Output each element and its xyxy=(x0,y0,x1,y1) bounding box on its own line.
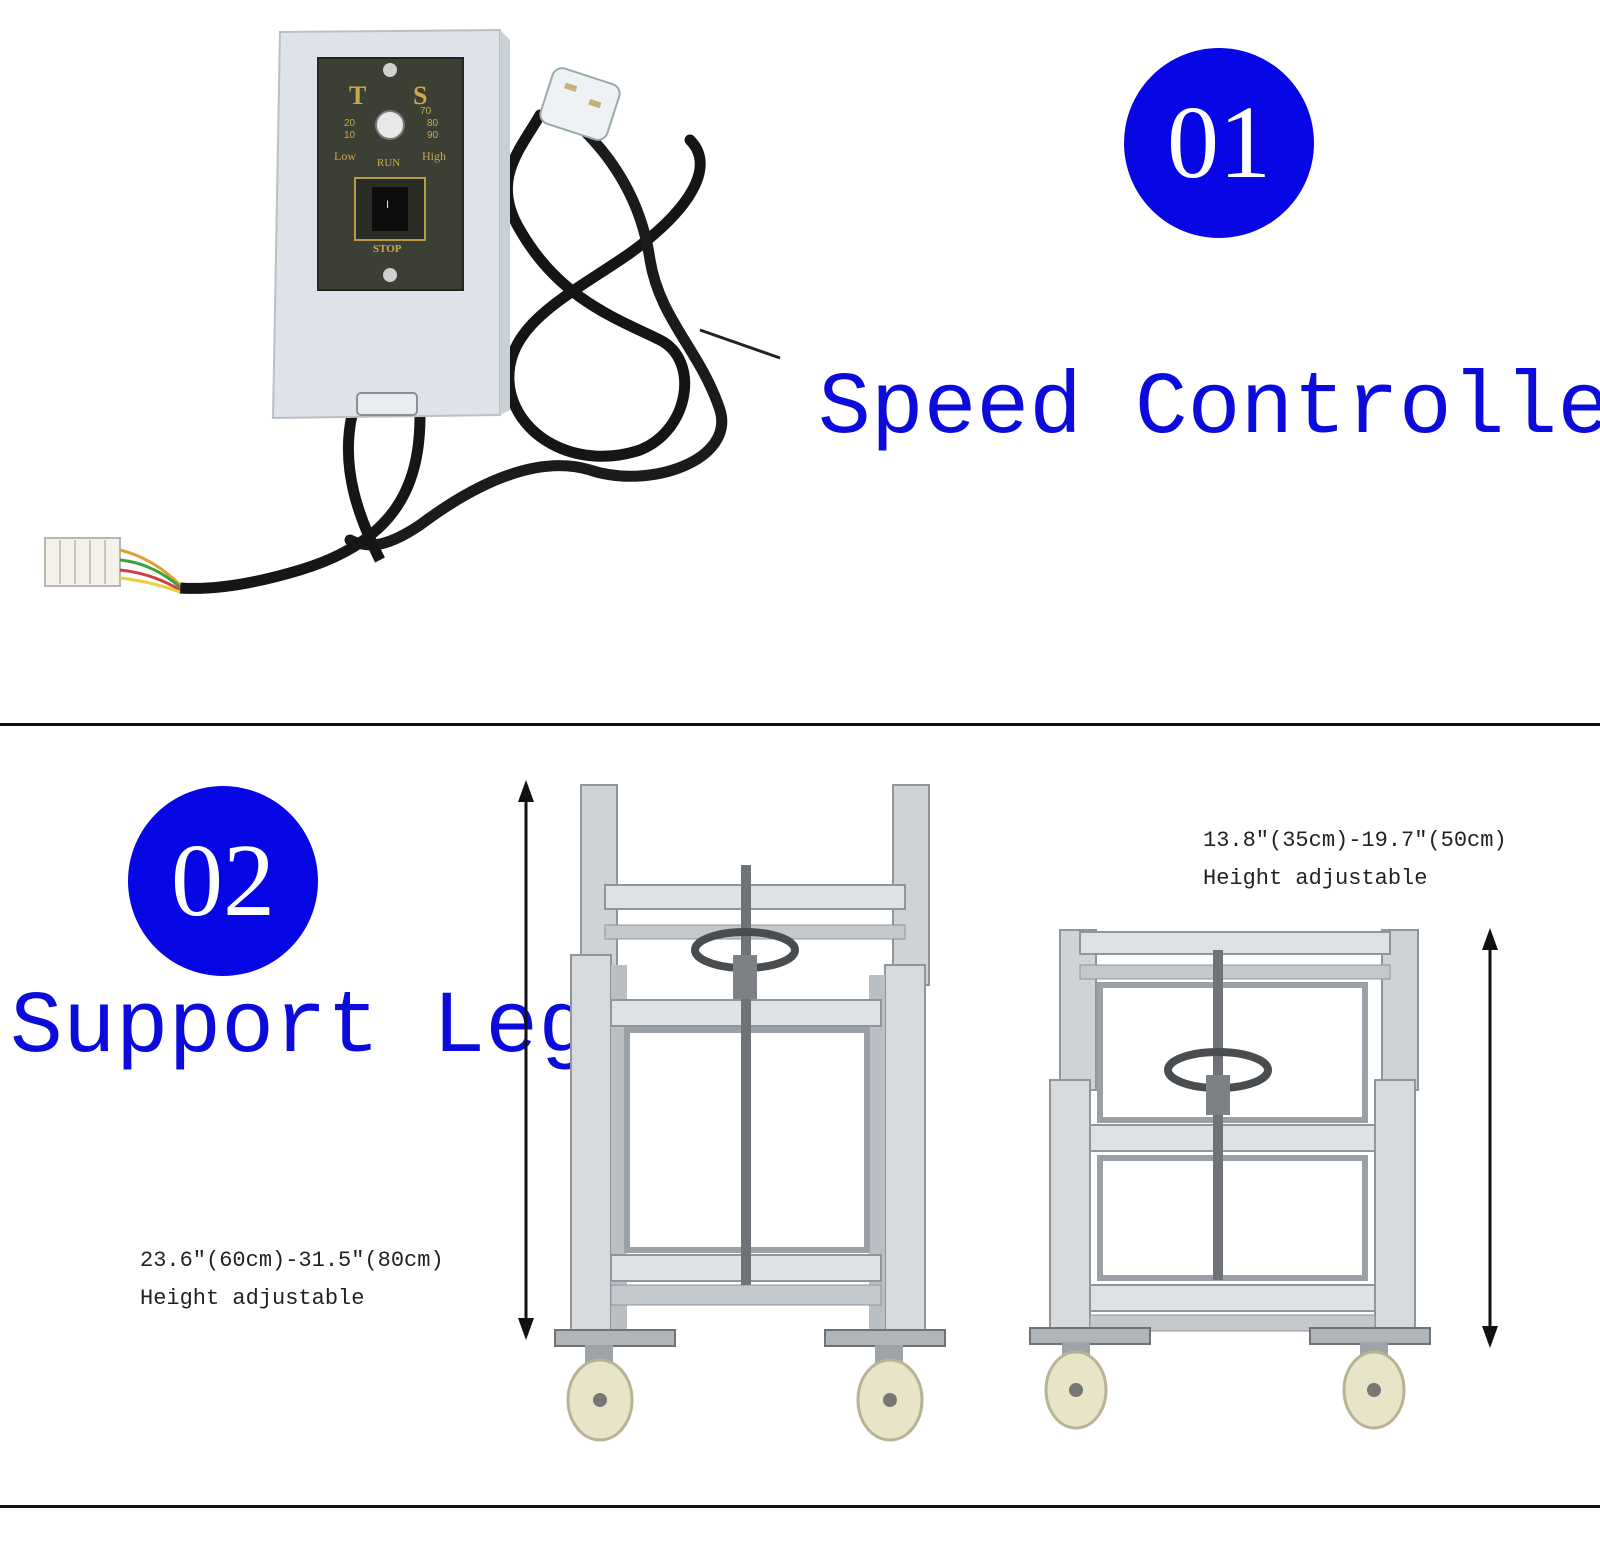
large-support-leg-image xyxy=(554,784,946,1442)
speed-controller-heading: Speed Controller xyxy=(818,360,1600,459)
panel-right-mark: S xyxy=(413,81,427,110)
section-number-badge-02: 02 xyxy=(128,786,318,976)
panel-left-mark: T xyxy=(349,81,366,110)
section-number-badge-01: 01 xyxy=(1124,48,1314,238)
small-leg-height-arrow-icon xyxy=(1482,928,1498,1348)
switch-symbol: I xyxy=(386,199,389,211)
large-leg-caption: 23.6″(60cm)-31.5″(80cm) Height adjustabl… xyxy=(140,1242,444,1318)
dial-scale-70: 70 xyxy=(420,106,432,117)
small-leg-height-note: Height adjustable xyxy=(1203,866,1428,891)
speed-controller-image: T S 20 10 70 80 90 Low RUN High I STOP xyxy=(44,28,781,594)
section-number-02: 02 xyxy=(171,823,275,938)
section-divider-bottom xyxy=(0,1505,1600,1508)
dial-scale-80: 80 xyxy=(427,118,439,129)
support-leg-heading: Support Leg xyxy=(10,979,591,1078)
dial-run-label: RUN xyxy=(377,157,400,169)
section-number-01: 01 xyxy=(1167,85,1271,200)
stop-label: STOP xyxy=(373,243,402,255)
dial-scale-90: 90 xyxy=(427,130,439,141)
dial-low-label: Low xyxy=(334,149,356,163)
dial-scale-10: 10 xyxy=(344,130,356,141)
dial-high-label: High xyxy=(422,149,446,163)
dial-scale-20: 20 xyxy=(344,118,356,129)
small-leg-height-range: 13.8″(35cm)-19.7″(50cm) xyxy=(1203,828,1507,853)
small-support-leg-image xyxy=(1029,929,1431,1430)
large-leg-height-range: 23.6″(60cm)-31.5″(80cm) xyxy=(140,1248,444,1273)
section-divider-top xyxy=(0,723,1600,726)
large-leg-height-arrow-icon xyxy=(518,780,534,1340)
small-leg-caption: 13.8″(35cm)-19.7″(50cm) Height adjustabl… xyxy=(1203,822,1507,898)
large-leg-height-note: Height adjustable xyxy=(140,1286,365,1311)
